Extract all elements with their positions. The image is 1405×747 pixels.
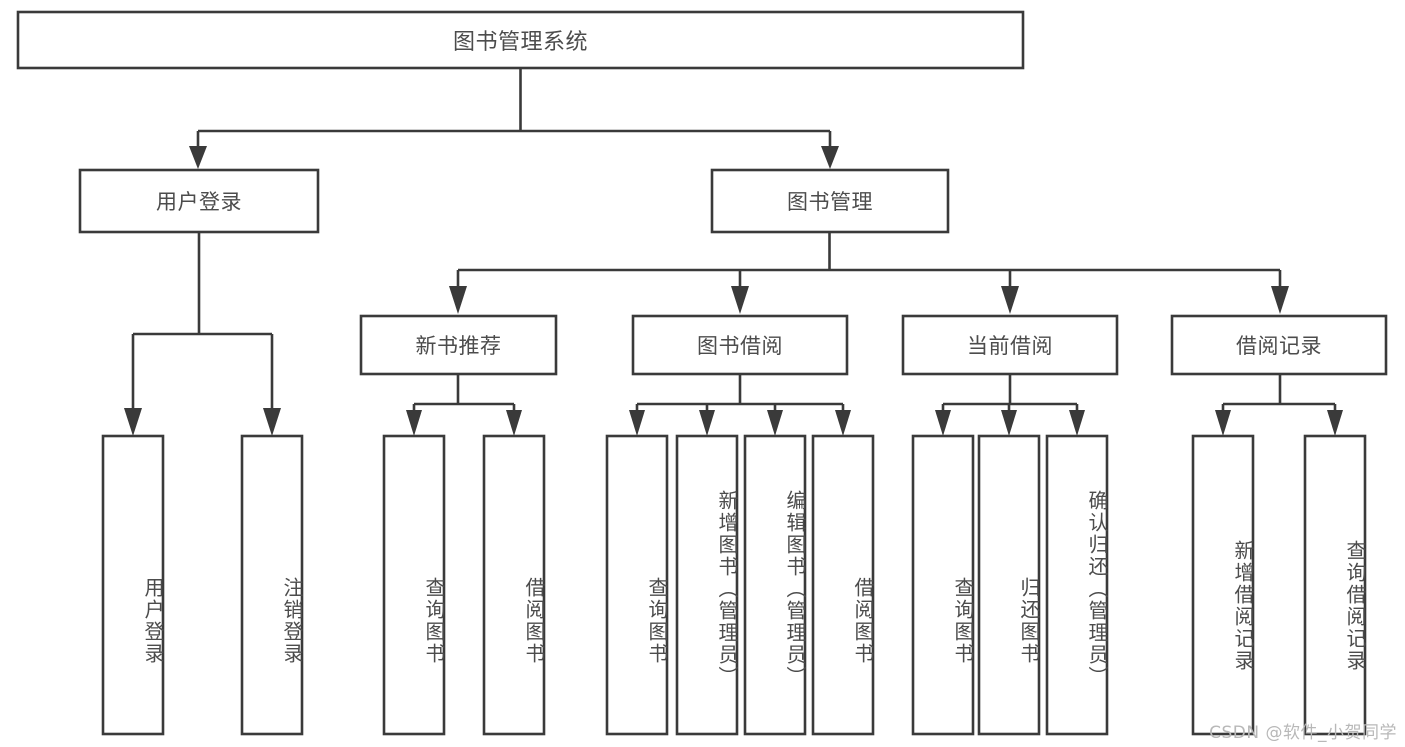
node-leaf-add-book-box: [675, 434, 739, 736]
arrow-leaf-query-book-3: [935, 410, 951, 436]
node-book-borrow-box: [631, 314, 849, 376]
node-new-book-recommend-box: [359, 314, 558, 376]
node-book-manage-box: [710, 168, 950, 234]
node-leaf-query-book-1-box: [382, 434, 446, 736]
node-leaf-borrow-book-2-box: [811, 434, 875, 736]
arrow-leaf-confirm-return: [1069, 410, 1085, 436]
arrow-leaf-query-book-1: [406, 410, 422, 436]
arrow-borrow-record: [1271, 286, 1289, 314]
csdn-watermark: CSDN @软件_小贺同学: [1209, 723, 1397, 743]
arrow-leaf-borrow-book-2: [835, 410, 851, 436]
node-leaf-add-record-box: [1191, 434, 1255, 736]
node-user-login-box: [78, 168, 320, 234]
node-leaf-query-book-3-box: [911, 434, 975, 736]
node-leaf-edit-book-box: [743, 434, 807, 736]
arrow-leaf-borrow-book-1: [506, 410, 522, 436]
arrow-new-book-recommend: [449, 286, 467, 314]
node-leaf-query-book-2-box: [605, 434, 669, 736]
arrow-leaf-query-book-2: [629, 410, 645, 436]
arrow-leaf-add-book: [699, 410, 715, 436]
arrow-book-borrow: [731, 286, 749, 314]
arrow-leaf-logout: [263, 408, 281, 436]
arrow-leaf-add-record: [1215, 410, 1231, 436]
node-leaf-query-record-box: [1303, 434, 1367, 736]
arrow-leaf-user-login: [124, 408, 142, 436]
node-leaf-logout-box: [240, 434, 304, 736]
node-borrow-record-box: [1170, 314, 1388, 376]
arrow-leaf-return-book: [1001, 410, 1017, 436]
arrow-user-login: [189, 146, 207, 169]
arrow-leaf-edit-book: [767, 410, 783, 436]
node-current-borrow-box: [901, 314, 1119, 376]
arrow-leaf-query-record: [1327, 410, 1343, 436]
arrow-current-borrow: [1001, 286, 1019, 314]
arrow-book-manage: [821, 146, 839, 169]
node-leaf-borrow-book-1-box: [482, 434, 546, 736]
node-root-box: [16, 10, 1025, 70]
node-leaf-confirm-return-box: [1045, 434, 1109, 736]
node-leaf-return-book-box: [977, 434, 1041, 736]
node-leaf-user-login-box: [101, 434, 165, 736]
